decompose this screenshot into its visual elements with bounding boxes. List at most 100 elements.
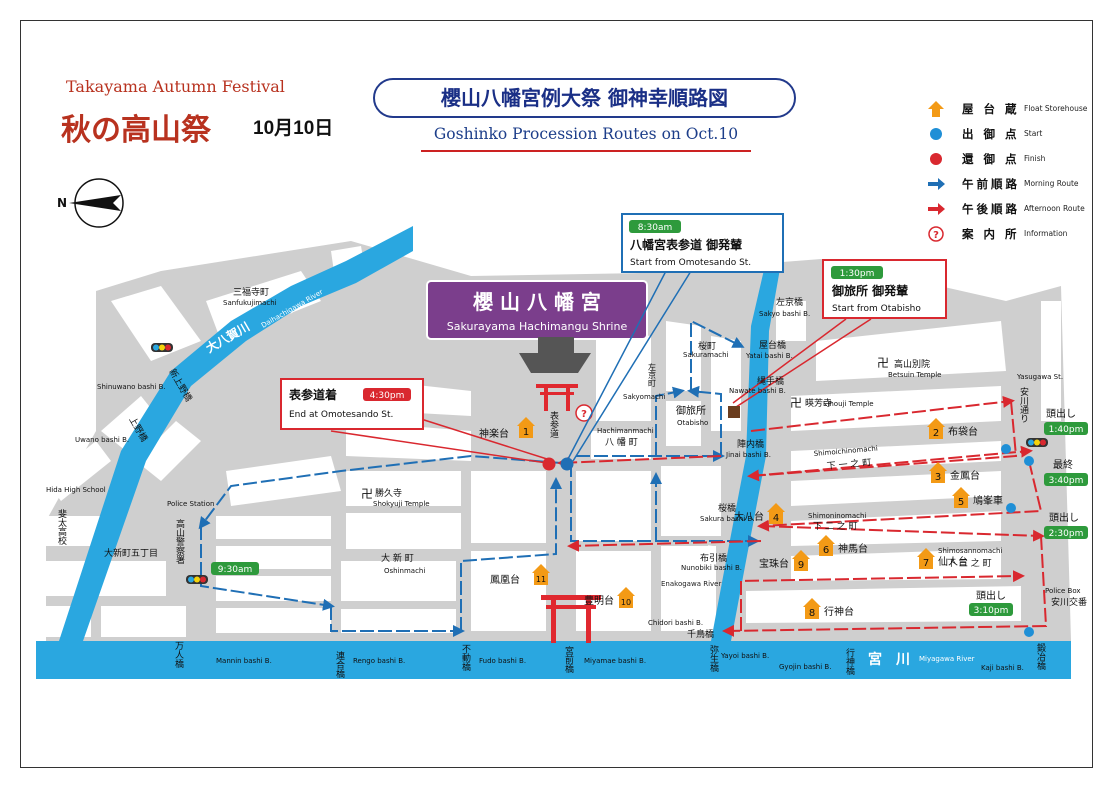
float-name: 宝珠台 — [759, 557, 789, 570]
start-point-kaji[interactable] — [1024, 627, 1034, 637]
place-labels: 三福寺町 Sanfukujimachi Shinuwano bashi B. 新… — [46, 286, 1087, 679]
float-number: 2 — [933, 428, 939, 439]
float-name: 豊明台 — [584, 594, 614, 607]
main-torii-icon — [541, 595, 601, 643]
float-number: 11 — [536, 575, 546, 584]
finish-point-omotesando[interactable] — [542, 457, 556, 471]
svg-text:Shokyuji Temple: Shokyuji Temple — [373, 500, 430, 508]
svg-text:3:10pm: 3:10pm — [974, 606, 1009, 616]
river-label-enako-en: Enakogawa River — [661, 580, 721, 588]
svg-text:Oshinmachi: Oshinmachi — [384, 567, 425, 575]
float-number: 9 — [798, 560, 804, 571]
float-number: 5 — [958, 497, 964, 508]
callout-time: 8:30am — [638, 223, 673, 233]
svg-text:Sakyomachi: Sakyomachi — [623, 393, 665, 401]
callout-title-en: End at Omotesando St. — [289, 410, 393, 420]
start-point-yasugawa-1[interactable] — [1001, 444, 1011, 454]
festival-date: 10月10日 — [253, 118, 334, 139]
title-english: Takayama Autumn Festival — [66, 77, 285, 96]
svg-text:Otabisho: Otabisho — [677, 419, 708, 427]
compass-north-arrow: N — [57, 178, 124, 228]
float-storehouse-icon — [532, 564, 550, 585]
float-storehouse-10[interactable]: 10 豊明台 — [584, 587, 635, 608]
title-japanese: 秋の高山祭 — [61, 113, 211, 148]
float-storehouse-icon — [929, 462, 947, 483]
svg-text:神楽台: 神楽台 — [479, 427, 509, 440]
svg-text:Gyojin bashi B.: Gyojin bashi B. — [779, 663, 831, 671]
float-storehouse-2[interactable]: 2 布袋台 — [927, 418, 978, 439]
callout-title-jp: 八幡宮表参道 御発輦 — [629, 237, 742, 252]
float-storehouse-icon — [927, 418, 945, 439]
svg-text:Eihouji Temple: Eihouji Temple — [823, 400, 874, 408]
svg-text:1:40pm: 1:40pm — [1049, 425, 1084, 435]
time-badge-1: 頭出し 1:40pm — [1044, 407, 1088, 435]
svg-text:Nawate bashi B.: Nawate bashi B. — [729, 387, 786, 395]
svg-text:Betsuin Temple: Betsuin Temple — [888, 371, 941, 379]
svg-text:頭出し: 頭出し — [1046, 407, 1076, 420]
float-name: 仙人台 — [938, 555, 968, 568]
float-number: 4 — [773, 513, 779, 524]
float-number: 3 — [935, 472, 941, 483]
main-heading: 櫻山八幡宮例大祭 御神幸順路図 — [373, 78, 796, 118]
svg-text:安川通り: 安川通り — [1018, 386, 1029, 423]
svg-text:Yayoi bashi B.: Yayoi bashi B. — [720, 652, 769, 660]
float-storehouse-11[interactable]: 11 — [532, 564, 550, 585]
legend-label-jp: 午前順路 — [962, 177, 1020, 191]
temple-icon: 卍 — [361, 487, 373, 501]
svg-text:安川交番: 安川交番 — [1051, 596, 1087, 608]
legend-label-en: Float Storehouse — [1024, 104, 1088, 113]
float-name: 布袋台 — [948, 425, 978, 438]
svg-text:Shimosannomachi: Shimosannomachi — [938, 547, 1002, 555]
svg-text:下 二 之 町: 下 二 之 町 — [813, 520, 858, 532]
float-storehouse-9[interactable]: 9 宝珠台 — [759, 550, 810, 571]
float-storehouse-icon — [952, 487, 970, 508]
float-number: 10 — [621, 598, 631, 607]
float-storehouse-icon — [928, 101, 944, 117]
svg-text:Yasugawa St.: Yasugawa St. — [1016, 373, 1063, 381]
legend-row-morning: 午前順路 Morning Route — [926, 174, 1115, 194]
svg-text:3:40pm: 3:40pm — [1049, 476, 1084, 486]
float-name: 行神台 — [824, 605, 854, 618]
svg-text:行神橋: 行神橋 — [844, 647, 855, 676]
svg-text:千鳥橋: 千鳥橋 — [687, 628, 714, 640]
float-name: 金鳳台 — [950, 469, 980, 482]
legend-label-jp: 午後順路 — [962, 202, 1020, 216]
float-storehouse-icon — [803, 598, 821, 619]
legend-label-en: Morning Route — [1024, 179, 1079, 188]
time-badge-2: 最終 3:40pm — [1044, 458, 1088, 486]
start-point-yasugawa-2[interactable] — [1024, 456, 1034, 466]
svg-text:鍛冶橋: 鍛冶橋 — [1035, 642, 1046, 671]
svg-text:布引橋: 布引橋 — [700, 552, 727, 564]
start-point-omotesando[interactable] — [560, 457, 574, 471]
start-point-yasugawa-3[interactable] — [1006, 503, 1016, 513]
legend-label-jp: 屋 台 蔵 — [962, 102, 1020, 116]
svg-text:Police Box: Police Box — [1045, 587, 1081, 595]
time-badge-3: 頭出し 2:30pm — [1044, 511, 1088, 539]
svg-text:Hida High School: Hida High School — [46, 486, 106, 494]
river-label-miya-jp: 宮 川 — [868, 651, 910, 668]
svg-text:最終: 最終 — [1053, 458, 1073, 471]
temple-icon: 卍 — [790, 396, 802, 410]
svg-text:Miyamae bashi B.: Miyamae bashi B. — [584, 657, 646, 665]
callout-otabisho-start: 1:30pm 御旅所 御発輦 Start from Otabisho — [822, 259, 947, 319]
sub-heading: Goshinko Procession Routes on Oct.10 — [433, 125, 739, 143]
float-storehouse-3[interactable]: 3 金鳳台 — [929, 462, 980, 483]
svg-text:Yatai bashi B.: Yatai bashi B. — [745, 352, 793, 360]
legend-row-start: 出 御 点 Start — [926, 124, 1115, 144]
finish-point-icon — [930, 153, 942, 165]
time-badge-5: 9:30am — [211, 562, 259, 575]
svg-text:表参道: 表参道 — [548, 410, 559, 439]
svg-text:?: ? — [933, 230, 939, 241]
svg-text:御旅所: 御旅所 — [676, 404, 706, 417]
svg-text:下 三 之 町: 下 三 之 町 — [947, 557, 992, 569]
legend-label-jp: 出 御 点 — [962, 127, 1020, 141]
legend-row-finish: 還 御 点 Finish — [926, 149, 1115, 169]
float-storehouse-1[interactable]: 1 — [517, 417, 535, 438]
svg-text:下 一 之 町: 下 一 之 町 — [826, 456, 871, 472]
